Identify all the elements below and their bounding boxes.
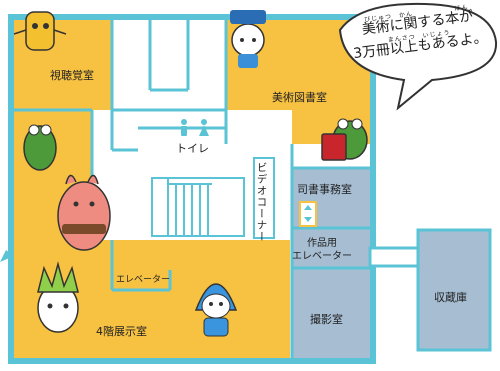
storage-area [416, 228, 492, 352]
pointer-arrow-icon [0, 250, 14, 262]
toilet-icon [181, 119, 209, 136]
blue-mascot-top-icon [230, 10, 266, 68]
white-green-mascot-icon [37, 261, 79, 333]
pink-mascot-icon [57, 174, 111, 251]
room-label-toilet: トイレ [176, 142, 209, 155]
video-corner-box [253, 157, 275, 239]
room-label-artwork-elevator: 作品用 エレベーター [292, 238, 352, 262]
frog-reading-icon [321, 118, 368, 161]
room-label-art-library: 美術図書室 [272, 91, 327, 104]
room-label-photo-studio: 撮影室 [310, 313, 343, 326]
room-label-av-room: 視聴覚室 [50, 69, 94, 82]
frog-left-icon [23, 124, 57, 171]
speech-bubble-shape [338, 2, 498, 111]
elevator-button-panel [299, 201, 317, 227]
room-label-librarian-office: 司書事務室 [297, 183, 352, 196]
artwork-elevator-area [292, 228, 370, 268]
staircase [151, 177, 245, 237]
room-label-storage: 収蔵庫 [434, 291, 467, 304]
blue-hood-mascot-icon [194, 283, 238, 337]
room-label-exhibition-room: 4階展示室 [96, 325, 147, 338]
room-label-video-corner: ビデオコーナー [255, 162, 268, 243]
room-label-elevator: エレベーター [116, 275, 171, 285]
photo-studio-area [292, 268, 370, 358]
yellow-mascot-icon [13, 11, 67, 51]
